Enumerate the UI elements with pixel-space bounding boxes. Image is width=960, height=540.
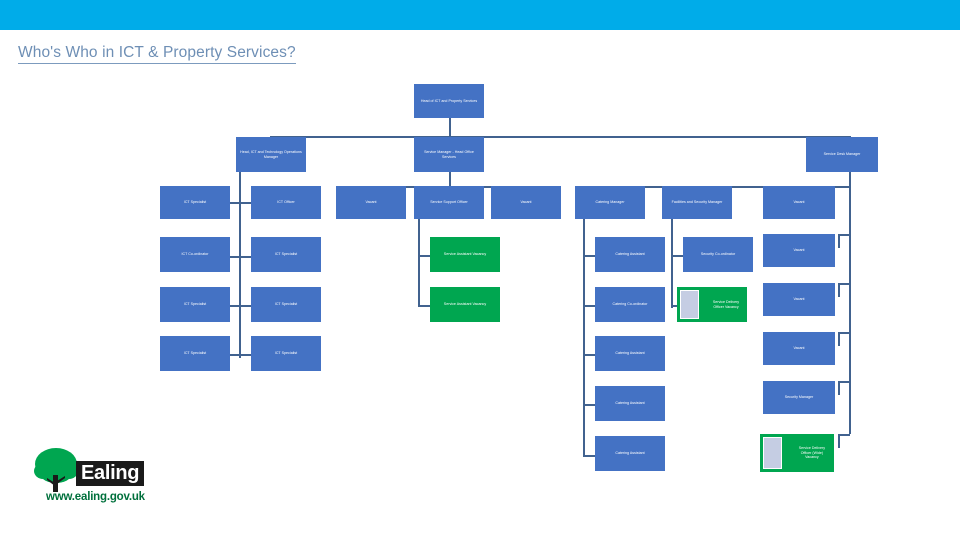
- org-node-ict-specialist-5[interactable]: ICT Specialist: [160, 336, 230, 371]
- top-banner: [0, 0, 960, 30]
- ealing-logo: Ealing www.ealing.gov.uk: [30, 447, 190, 509]
- org-node-label: Service Assistant Vacancy: [443, 302, 487, 307]
- org-node-ict-specialist-1[interactable]: ICT Specialist: [160, 186, 230, 219]
- org-node-label: Catering Assistant: [615, 252, 645, 257]
- org-node-label: Service Assistant Vacancy: [443, 252, 487, 257]
- connector: [838, 434, 850, 436]
- org-node-label: ICT Specialist: [183, 302, 207, 307]
- org-node-label: ICT Officer: [277, 200, 295, 205]
- org-node-label: Vacant: [793, 200, 805, 205]
- org-node-label: Security Co-ordinator: [700, 252, 736, 257]
- org-node-vacant-3[interactable]: Vacant: [763, 186, 835, 219]
- org-node-service-manager-head-office[interactable]: Service Manager - Head Office Services: [414, 137, 484, 172]
- org-node-security-coordinator[interactable]: Security Co-ordinator: [683, 237, 753, 272]
- org-node-label: Catering Assistant: [615, 451, 645, 456]
- org-node-ict-specialist-2[interactable]: ICT Specialist: [251, 237, 321, 272]
- connector: [671, 218, 673, 308]
- org-node-label: ICT Co-ordinator: [181, 252, 209, 257]
- portrait-placeholder-icon: [763, 437, 782, 469]
- connector: [418, 305, 430, 307]
- org-node-ict-officer[interactable]: ICT Officer: [251, 186, 321, 219]
- org-node-label: Vacant: [793, 248, 805, 253]
- connector: [838, 434, 840, 448]
- org-node-label: Head, ICT and Technology Operations Mana…: [240, 149, 302, 159]
- connector: [838, 234, 850, 236]
- org-node-vacant-4[interactable]: Vacant: [763, 234, 835, 267]
- connector: [583, 305, 595, 307]
- org-node-label: Service Support Officer: [430, 200, 468, 205]
- org-node-head-of-ict[interactable]: Head of ICT and Property Services: [414, 84, 484, 118]
- org-node-service-assistant-vacancy-2[interactable]: Service Assistant Vacancy: [430, 287, 500, 322]
- connector: [270, 136, 850, 138]
- org-node-label: Catering Co-ordinator: [612, 302, 648, 307]
- org-node-vacant-2[interactable]: Vacant: [491, 186, 561, 219]
- connector: [849, 186, 851, 434]
- org-node-label: ICT Specialist: [183, 351, 207, 356]
- connector: [583, 218, 585, 456]
- org-node-label: Service Desk Manager: [823, 152, 861, 157]
- connector: [418, 255, 430, 257]
- org-node-catering-assistant-2[interactable]: Catering Assistant: [595, 336, 665, 371]
- org-node-label: ICT Specialist: [274, 252, 298, 257]
- tree-icon: [34, 448, 78, 492]
- org-node-label: Catering Assistant: [615, 401, 645, 406]
- org-node-label: Security Manager: [784, 395, 814, 400]
- connector: [838, 283, 840, 297]
- connector: [583, 455, 595, 457]
- org-node-ict-specialist-3[interactable]: ICT Specialist: [160, 287, 230, 322]
- portrait-placeholder-icon: [680, 290, 699, 319]
- org-node-label: Service Delivery Officer Vacancy: [712, 299, 740, 309]
- connector: [838, 381, 840, 395]
- org-node-catering-assistant-1[interactable]: Catering Assistant: [595, 237, 665, 272]
- connector: [838, 234, 840, 248]
- org-node-catering-assistant-4[interactable]: Catering Assistant: [595, 436, 665, 471]
- org-node-catering-manager[interactable]: Catering Manager: [575, 186, 645, 219]
- org-node-label: ICT Specialist: [183, 200, 207, 205]
- org-node-label: Vacant: [793, 297, 805, 302]
- ealing-url: www.ealing.gov.uk: [46, 491, 145, 503]
- org-node-label: ICT Specialist: [274, 351, 298, 356]
- org-node-service-desk-manager[interactable]: Service Desk Manager: [806, 137, 878, 172]
- org-node-label: ICT Specialist: [274, 302, 298, 307]
- org-node-service-delivery-officer-wide-vacancy[interactable]: Service Delivery Officer (Wide) Vacancy: [760, 434, 834, 472]
- connector: [838, 381, 850, 383]
- org-node-facilities-security-manager[interactable]: Facilities and Security Manager: [662, 186, 732, 219]
- connector: [838, 332, 840, 346]
- connector: [583, 255, 595, 257]
- org-node-catering-coordinator[interactable]: Catering Co-ordinator: [595, 287, 665, 322]
- org-node-ict-specialist-6[interactable]: ICT Specialist: [251, 336, 321, 371]
- connector: [449, 118, 451, 136]
- connector: [671, 255, 683, 257]
- org-node-ict-coordinator[interactable]: ICT Co-ordinator: [160, 237, 230, 272]
- org-node-label: Service Manager - Head Office Services: [424, 149, 474, 159]
- org-node-technology-operations-manager[interactable]: Head, ICT and Technology Operations Mana…: [236, 137, 306, 172]
- org-node-label: Service Delivery Officer (Wide) Vacancy: [798, 446, 826, 460]
- page-title: Who's Who in ICT & Property Services?: [18, 44, 296, 64]
- connector: [239, 172, 241, 358]
- org-node-label: Vacant: [365, 200, 377, 205]
- org-node-label: Catering Manager: [595, 200, 625, 205]
- org-node-service-support-officer[interactable]: Service Support Officer: [414, 186, 484, 219]
- connector: [838, 283, 850, 285]
- org-node-service-assistant-vacancy-1[interactable]: Service Assistant Vacancy: [430, 237, 500, 272]
- connector: [418, 218, 420, 306]
- org-node-label: Catering Assistant: [615, 351, 645, 356]
- org-node-catering-assistant-3[interactable]: Catering Assistant: [595, 386, 665, 421]
- org-node-label: Head of ICT and Property Services: [420, 98, 478, 103]
- connector: [838, 332, 850, 334]
- org-node-label: Vacant: [793, 346, 805, 351]
- connector: [583, 404, 595, 406]
- org-node-label: Vacant: [520, 200, 532, 205]
- org-node-ict-specialist-4[interactable]: ICT Specialist: [251, 287, 321, 322]
- org-node-service-delivery-officer-vacancy[interactable]: Service Delivery Officer Vacancy: [677, 287, 747, 322]
- connector: [449, 172, 451, 186]
- org-node-vacant-5[interactable]: Vacant: [763, 283, 835, 316]
- org-node-security-manager[interactable]: Security Manager: [763, 381, 835, 414]
- connector: [583, 354, 595, 356]
- ealing-wordmark: Ealing: [76, 461, 145, 486]
- org-node-vacant-6[interactable]: Vacant: [763, 332, 835, 365]
- org-node-label: Facilities and Security Manager: [671, 200, 723, 205]
- org-node-vacant-1[interactable]: Vacant: [336, 186, 406, 219]
